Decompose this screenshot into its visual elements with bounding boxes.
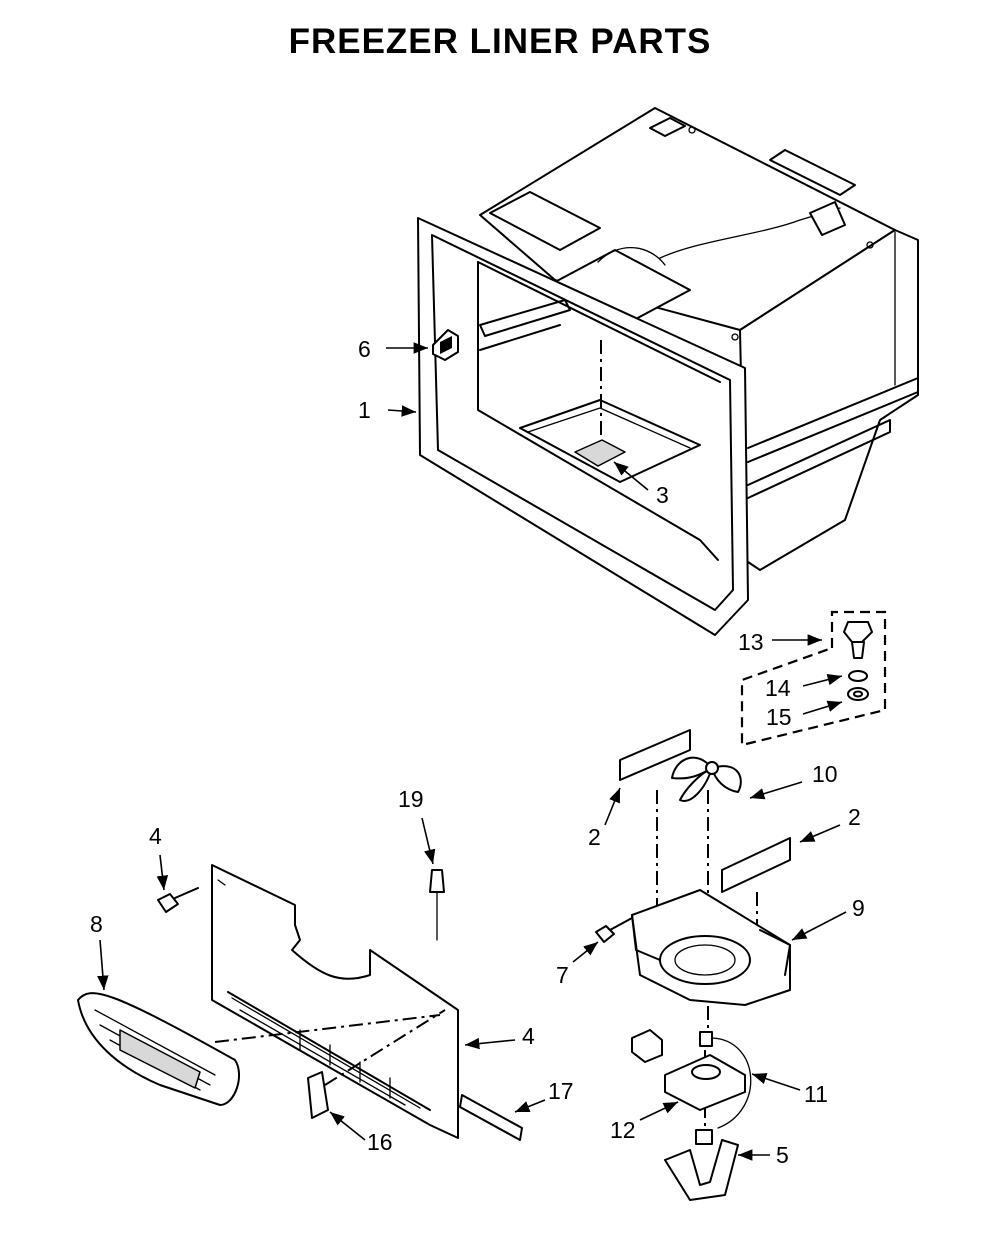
sensor-part-19 [429,869,445,941]
callout-2-left: 2 [588,824,601,850]
callout-11: 10 [812,761,838,787]
callout-14: 13 [738,629,764,655]
callout-5: 4 [149,823,162,849]
wire-harness-part-12 [711,1037,752,1129]
fitting-group-14-16 [740,610,887,747]
callout-12: 11 [804,1081,828,1107]
callout-18: 17 [548,1078,574,1104]
callout-1: 1 [358,397,371,423]
freezer-liner-part [417,107,919,636]
callout-3: 3 [656,482,669,508]
callout-16: 15 [766,704,792,730]
callout-4-label: 4 [522,1023,535,1049]
callout-10: 9 [852,895,865,921]
grille-part-9 [77,992,240,1106]
motor-part-13 [631,1029,746,1111]
evaporator-cover-part-4 [211,864,459,1139]
fan-housing-part-10 [631,889,791,1006]
callout-19: 19 [398,786,424,812]
clip-part-7 [432,329,459,361]
callout-2-right: 2 [848,804,861,830]
page-title: FREEZER LINER PARTS [288,22,712,61]
callout-6: 5 [776,1142,789,1168]
callout-8: 7 [556,962,569,988]
bracket-part-6 [664,1129,739,1201]
callout-7: 6 [358,336,371,362]
strip-part-18 [459,1094,523,1141]
callout-13: 12 [610,1117,636,1143]
clip-part-17 [307,1071,329,1119]
insulation-pad-lower [721,837,791,893]
callout-9: 8 [90,911,103,937]
screw-part-5 [157,887,199,913]
callout-17: 16 [367,1129,393,1155]
callout-15: 14 [765,675,791,701]
callout-leaders [97,342,847,1161]
fan-blade-part-11 [671,756,742,802]
screw-part-8 [595,917,633,943]
insulation-pad-upper [619,729,691,781]
